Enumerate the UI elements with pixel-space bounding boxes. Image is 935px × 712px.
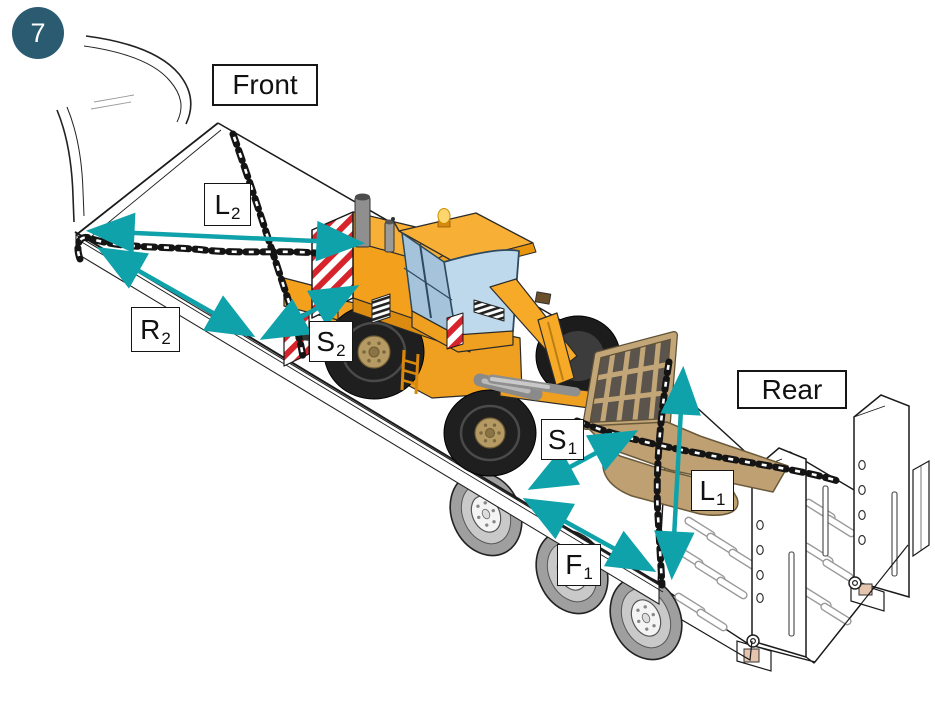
arrow-s2 (259, 285, 360, 340)
beacon-light (437, 208, 451, 224)
ramp-post-right-holes (858, 459, 866, 546)
exhaust-stack (354, 196, 371, 248)
ramp-post-right (853, 394, 910, 598)
intake-pipe (384, 221, 395, 253)
tiedown-arrows (85, 212, 701, 581)
arrow-l1 (654, 365, 701, 581)
loader-rear-wheel (443, 389, 537, 477)
ramp-post-left-holes (756, 519, 764, 604)
access-ladder (400, 349, 420, 395)
truck-cab-outline (56, 35, 192, 223)
arrow-r2 (96, 247, 256, 337)
arrow-s1 (527, 430, 639, 490)
arrow-l2 (85, 212, 366, 262)
arrow-f1 (522, 498, 657, 572)
trailer-rear-ramps (657, 382, 930, 672)
